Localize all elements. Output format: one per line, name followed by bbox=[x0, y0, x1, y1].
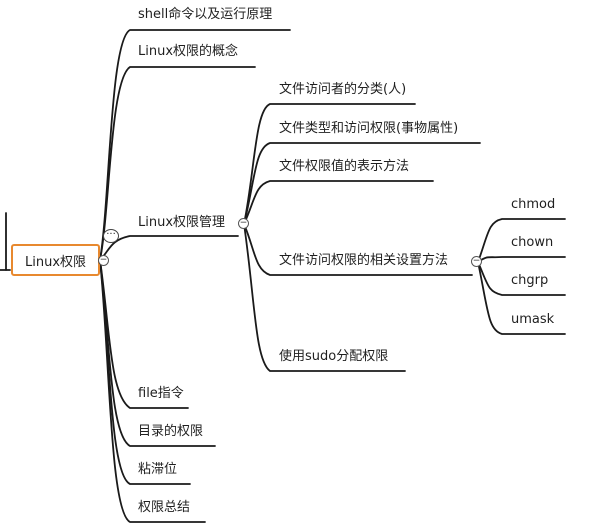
node-accessor-classification[interactable]: 文件访问者的分类(人) bbox=[279, 82, 407, 97]
node-file-type-permission[interactable]: 文件类型和访问权限(事物属性) bbox=[279, 121, 459, 136]
node-sudo[interactable]: 使用sudo分配权限 bbox=[279, 349, 389, 364]
node-umask[interactable]: umask bbox=[511, 312, 555, 327]
root-collapse-icon[interactable]: − bbox=[98, 255, 109, 266]
node-file-command[interactable]: file指令 bbox=[138, 386, 184, 401]
node-permission-value-notation[interactable]: 文件权限值的表示方法 bbox=[279, 159, 410, 174]
node-permission-summary[interactable]: 权限总结 bbox=[138, 500, 191, 515]
node-permission-management[interactable]: Linux权限管理 bbox=[138, 215, 226, 230]
root-node[interactable]: Linux权限 bbox=[11, 244, 100, 276]
node-permission-setting-methods[interactable]: 文件访问权限的相关设置方法 bbox=[279, 253, 449, 268]
node-shell-commands[interactable]: shell命令以及运行原理 bbox=[138, 7, 273, 22]
node-chmod[interactable]: chmod bbox=[511, 197, 556, 212]
node-permission-concept[interactable]: Linux权限的概念 bbox=[138, 44, 239, 59]
settings-collapse-icon[interactable]: − bbox=[471, 256, 482, 267]
more-options-icon[interactable]: ··· bbox=[103, 229, 119, 243]
management-collapse-icon[interactable]: − bbox=[238, 218, 249, 229]
node-sticky-bit[interactable]: 粘滞位 bbox=[138, 462, 178, 477]
node-chgrp[interactable]: chgrp bbox=[511, 273, 549, 288]
node-chown[interactable]: chown bbox=[511, 235, 554, 250]
node-directory-permission[interactable]: 目录的权限 bbox=[138, 424, 204, 439]
root-label: Linux权限 bbox=[24, 254, 87, 270]
